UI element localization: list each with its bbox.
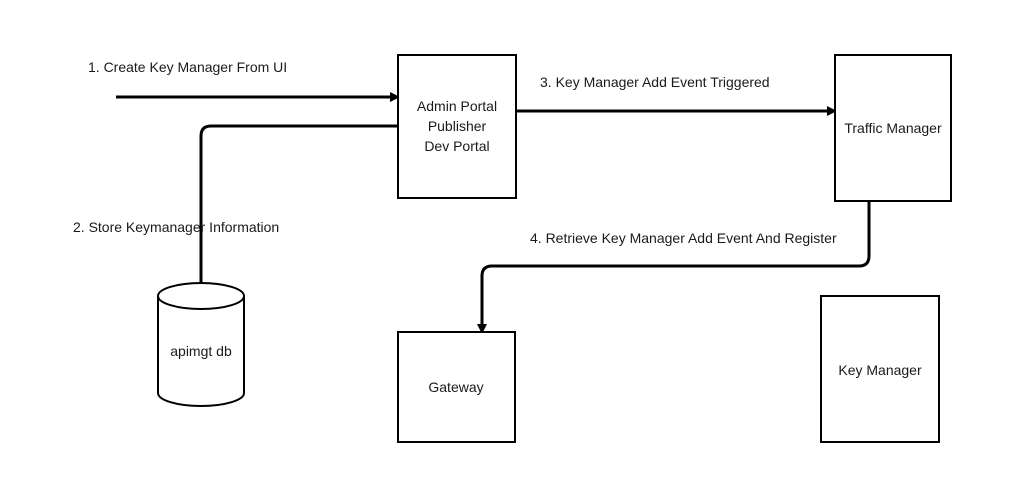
gateway-label: Gateway — [428, 379, 483, 395]
admin-portal-node — [397, 54, 517, 199]
traffic-manager-label: Traffic Manager — [844, 120, 942, 136]
key-manager-label: Key Manager — [838, 362, 922, 378]
step4-label: 4. Retrieve Key Manager Add Event And Re… — [530, 230, 837, 246]
step2-label: 2. Store Keymanager Information — [73, 219, 279, 235]
traffic-manager-node — [834, 54, 952, 202]
key-manager-node — [820, 295, 940, 443]
admin-portal-label: Admin Portal — [417, 98, 497, 114]
step3-label: 3. Key Manager Add Event Triggered — [540, 74, 770, 90]
apimgt-db-node — [157, 282, 245, 407]
gateway-node — [397, 331, 516, 443]
apimgt-db-label: apimgt db — [170, 343, 232, 359]
edge-retrieve-and-register — [477, 201, 871, 334]
dev-portal-label: Dev Portal — [424, 138, 489, 154]
edge-store-keymanager-info — [196, 124, 398, 299]
step1-label: 1. Create Key Manager From UI — [88, 59, 287, 75]
publisher-label: Publisher — [428, 118, 487, 134]
